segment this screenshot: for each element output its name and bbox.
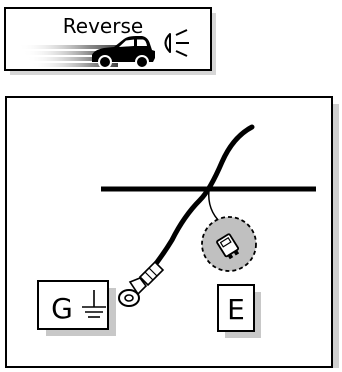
motion-streaks xyxy=(18,45,118,67)
diagram-panel: G E xyxy=(5,96,339,368)
car-reverse-light-icon xyxy=(92,29,189,69)
reverse-badge: Reverse xyxy=(4,7,216,75)
ring-terminal xyxy=(118,277,148,307)
ground-label: G xyxy=(51,292,73,325)
connector-detail-icon xyxy=(201,216,257,272)
ground-symbol-icon xyxy=(82,290,106,318)
terminal-crimp xyxy=(138,260,165,287)
connector-label-box: E xyxy=(217,284,261,338)
ground-cable xyxy=(134,124,255,290)
reverse-label: Reverse xyxy=(63,14,143,38)
connector-label: E xyxy=(227,293,245,326)
ground-label-box: G xyxy=(37,280,116,336)
